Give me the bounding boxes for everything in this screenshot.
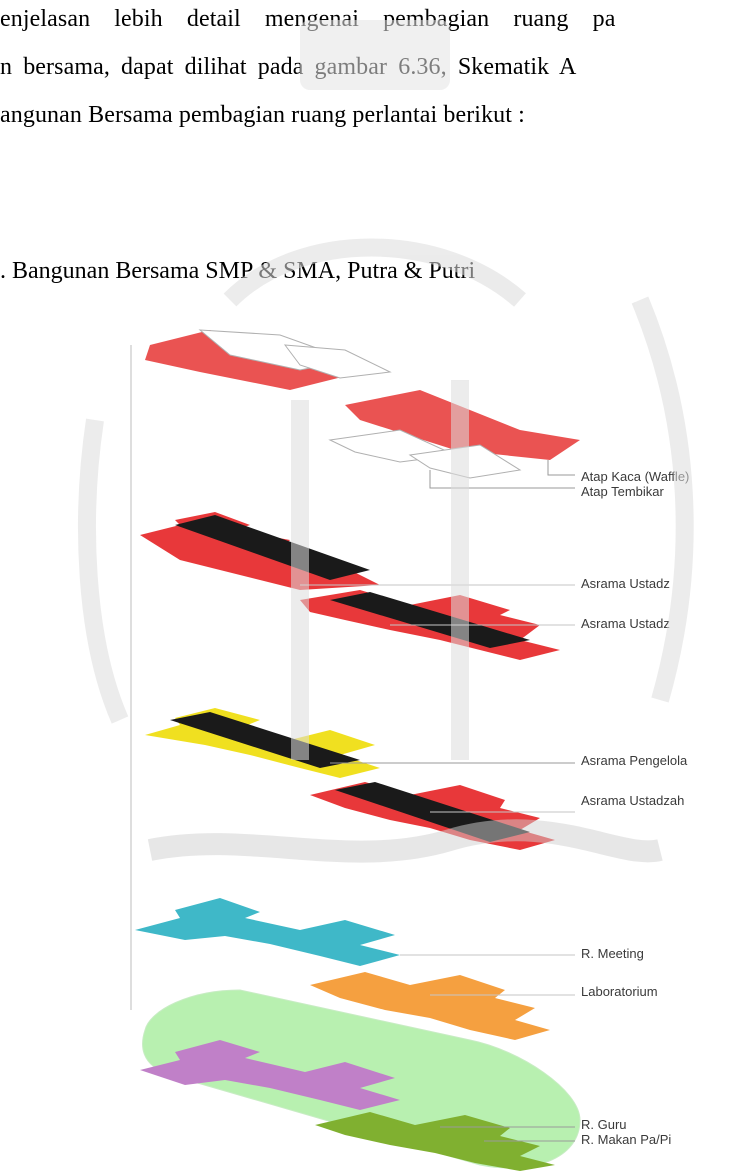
lab-slab	[310, 972, 550, 1040]
ground-level	[140, 989, 581, 1171]
label-asrama-ustadzah: Asrama Ustadzah	[581, 793, 685, 808]
paragraph-line-2: n bersama, dapat dilihat pada gambar 6.3…	[0, 54, 577, 80]
asrama-pengelola-level	[145, 708, 575, 850]
ustadz-band-upper	[175, 515, 370, 580]
asrama-ustadz-level	[140, 512, 575, 660]
meeting-slab	[135, 898, 400, 966]
roof-tile-left	[145, 330, 350, 390]
roof-level	[145, 329, 580, 489]
label-asrama-ustadz-2: Asrama Ustadz	[581, 616, 670, 631]
guru-slab	[140, 1040, 400, 1110]
roof-glass-mid	[283, 344, 392, 379]
label-atap-kaca: Atap Kaca (Waffle)	[581, 469, 690, 484]
label-r-makan: R. Makan Pa/Pi	[581, 1132, 672, 1147]
label-r-guru: R. Guru	[581, 1117, 627, 1132]
label-atap-tembikar: Atap Tembikar	[581, 484, 664, 499]
label-asrama-ustadz-1: Asrama Ustadz	[581, 576, 670, 591]
paragraph-line-3: angunan Bersama pembagian ruang perlanta…	[0, 102, 525, 128]
label-asrama-pengelola: Asrama Pengelola	[581, 753, 688, 768]
label-r-meeting: R. Meeting	[581, 946, 644, 961]
label-laboratorium: Laboratorium	[581, 984, 658, 999]
pengelola-band	[170, 712, 360, 768]
meeting-lab-level	[135, 898, 575, 1040]
ustadz-band-lower	[330, 592, 530, 648]
